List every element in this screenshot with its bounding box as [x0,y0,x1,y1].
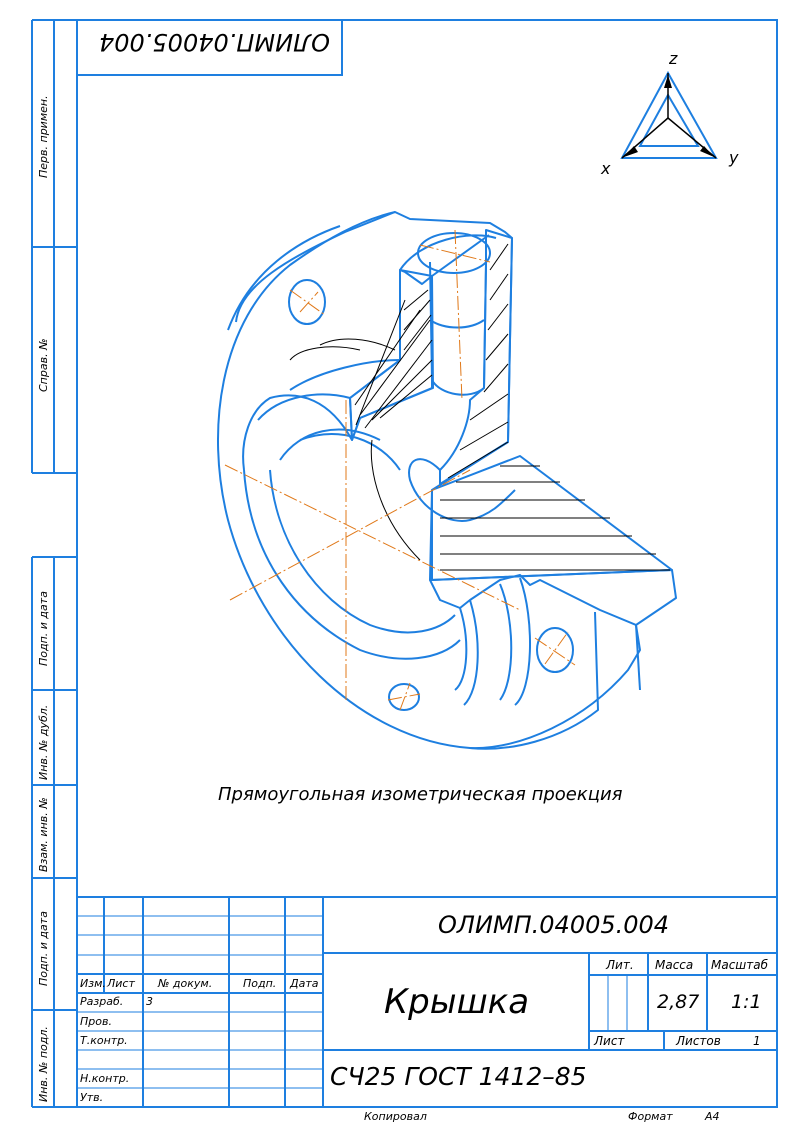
massa-value: 2,87 [657,991,700,1013]
view-caption: Прямоугольная изометрическая проекция [218,784,623,805]
side-inv-podl: Инв. № подл. [37,1026,50,1102]
listov-label: Листов [676,1034,721,1048]
axis-y-label: y [729,148,739,167]
massa-label: Масса [655,958,694,972]
list-label: Лист [594,1034,625,1048]
axis-triad-icon [620,70,718,159]
razrab-value: 3 [146,995,153,1008]
side-inv-dubl: Инв. № дубл. [37,704,50,780]
format-value: А4 [705,1110,720,1123]
listov-value: 1 [753,1034,761,1048]
header-list: Лист [107,977,135,990]
role-prov: Пров. [80,1015,112,1028]
role-utv: Утв. [80,1091,104,1104]
title-block-lines [77,896,777,1107]
header-data: Дата [290,977,319,990]
header-podp: Подп. [243,977,277,990]
format-label: Формат [628,1110,673,1123]
role-nkontr: Н.контр. [80,1072,130,1085]
lit-label: Лит. [606,958,634,972]
title-block-thin-lines [77,915,628,1089]
designation: ОЛИМП.04005.004 [438,911,670,939]
kopiroval-label: Копировал [364,1110,427,1123]
masshtab-value: 1:1 [731,991,762,1013]
side-perv-primen: Перв. примен. [37,95,50,178]
section-hatching [354,243,670,571]
part-thin-edges [289,338,421,561]
part-isometric-view [216,211,677,750]
side-vzam-inv: Взам. инв. № [37,797,50,872]
header-izm: Изм. [80,977,106,990]
material: СЧ25 ГОСТ 1412–85 [330,1062,587,1091]
side-podp-data-2: Подп. и дата [37,911,50,986]
center-lines [224,229,576,711]
side-podp-data-1: Подп. и дата [37,591,50,666]
masshtab-label: Масштаб [711,958,769,972]
axis-x-label: x [601,159,611,178]
part-name: Крышка [384,982,530,1022]
side-sprav-no: Справ. № [37,338,50,392]
header-dokum: № докум. [158,977,213,990]
sheet-frame [31,19,778,1108]
axis-z-label: z [669,49,678,68]
role-razrab: Разраб. [80,995,124,1008]
role-tkontr: Т.контр. [80,1034,128,1047]
rotated-designation: ОЛИМП.04005.004 [98,28,330,56]
